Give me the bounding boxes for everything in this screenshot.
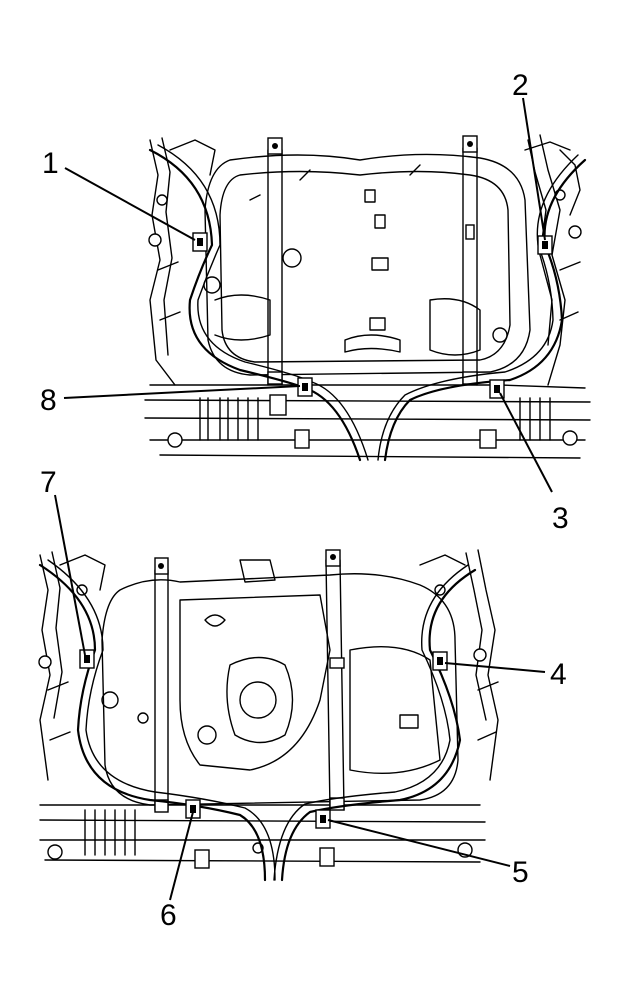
callout-1-leader [64, 167, 196, 241]
lower-straps [154, 549, 345, 813]
callout-7-leader [54, 494, 86, 656]
lower-fuel-tank [101, 559, 459, 806]
lower-view [38, 549, 499, 882]
callout-6-leader [169, 811, 194, 901]
callout-8-label: 8 [40, 384, 57, 417]
callout-2-leader [522, 97, 546, 241]
callout-4-leader [444, 662, 546, 673]
lower-pipes [38, 559, 477, 882]
callout-3-label: 3 [552, 502, 569, 535]
callout-3-leader [499, 392, 553, 493]
callout-7-label: 7 [40, 466, 57, 499]
callout-5-label: 5 [512, 856, 529, 889]
callouts: 1 2 3 4 5 6 7 8 [40, 69, 569, 932]
callout-4-label: 4 [550, 658, 567, 691]
upper-frame [144, 134, 591, 459]
callout-1-label: 1 [42, 147, 59, 180]
upper-clips [192, 232, 553, 399]
callout-2-label: 2 [512, 69, 529, 102]
callout-8-leader [63, 385, 301, 399]
lower-clips [79, 649, 448, 829]
upper-straps [267, 135, 478, 386]
callout-5-leader [327, 819, 511, 867]
upper-view [144, 134, 591, 462]
upper-fuel-tank [203, 153, 531, 376]
lower-frame [38, 549, 499, 869]
callout-6-label: 6 [160, 899, 177, 932]
